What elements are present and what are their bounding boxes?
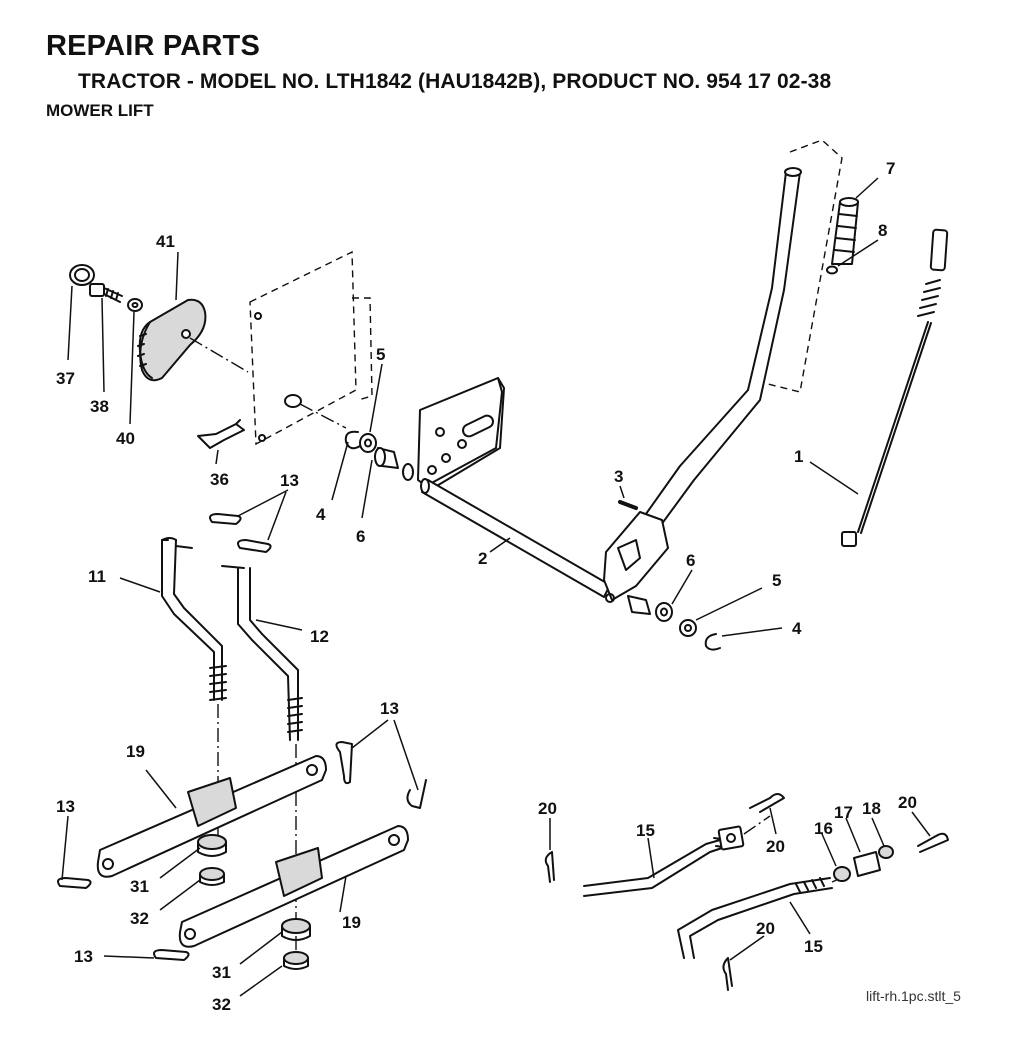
callout-13-top: 13: [280, 471, 299, 490]
part-5-washer-right: [679, 619, 697, 637]
part-13-hairpin-clips: [57, 513, 427, 961]
callout-20-left: 20: [538, 799, 557, 818]
callout-12: 12: [310, 627, 329, 646]
part-4-e-ring-right: [704, 633, 721, 651]
callout-20-mid: 20: [766, 837, 785, 856]
callout-2: 2: [478, 549, 487, 568]
callout-20-right: 20: [898, 793, 917, 812]
part-6-bushing-right: [627, 595, 651, 615]
callout-37: 37: [56, 369, 75, 388]
part-15-rod-upper: [583, 815, 771, 897]
callout-11: 11: [88, 567, 106, 586]
part-4-e-ring-left: [344, 430, 361, 450]
lift-lever-arm: [603, 167, 802, 603]
part-38-bolt: [89, 283, 123, 303]
callout-1: 1: [794, 447, 803, 466]
callout-15-upper: 15: [636, 821, 655, 840]
part-19-lift-arm-upper: [96, 755, 327, 878]
part-2-lift-shaft: [420, 478, 611, 598]
callout-36: 36: [210, 470, 229, 489]
callout-19-upper: 19: [126, 742, 145, 761]
callout-6-left: 6: [356, 527, 365, 546]
callout-15-lower: 15: [804, 937, 823, 956]
leader-lines: [61, 177, 931, 997]
callout-40: 40: [116, 429, 135, 448]
callout-18: 18: [862, 799, 881, 818]
callout-8: 8: [878, 221, 887, 240]
callout-5-left: 5: [376, 345, 385, 364]
frame-panel: [249, 250, 373, 446]
callout-13-bottom: 13: [74, 947, 93, 966]
part-19-lift-arm-lower: [178, 825, 409, 948]
callout-5-right: 5: [772, 571, 781, 590]
callout-32-lower: 32: [212, 995, 231, 1014]
page-title: REPAIR PARTS: [46, 30, 261, 62]
part-8-ferrule: [826, 265, 838, 275]
callout-7: 7: [886, 159, 895, 178]
callout-41: 41: [156, 232, 175, 251]
part-31-32-hardware-lower: [281, 918, 311, 970]
callout-17: 17: [834, 803, 853, 822]
part-7-grip: [831, 197, 859, 265]
part-20-clips: [544, 793, 949, 991]
callout-32-upper: 32: [130, 909, 149, 928]
right-bushing-set: [627, 595, 721, 651]
callout-19-lower: 19: [342, 913, 361, 932]
callout-38: 38: [90, 397, 109, 416]
section-title: MOWER LIFT: [46, 101, 154, 120]
handle-outline: [767, 139, 843, 393]
mounting-bracket: [402, 377, 505, 491]
callout-13-mid: 13: [380, 699, 399, 718]
part-18-nut: [878, 845, 894, 859]
file-reference: lift-rh.1pc.stlt_5: [866, 988, 961, 1004]
left-bushing-set: [344, 430, 399, 469]
part-36-spring-clip: [197, 419, 245, 449]
callout-4-left: 4: [316, 505, 326, 524]
callout-31-lower: 31: [212, 963, 231, 982]
callout-4-right: 4: [792, 619, 802, 638]
part-1-spring-rod: [841, 228, 949, 547]
callout-16: 16: [814, 819, 833, 838]
part-16-17-18-hardware: [833, 845, 894, 882]
callout-6-right: 6: [686, 551, 695, 570]
part-17-block: [853, 851, 881, 877]
part-37-ring: [69, 264, 95, 286]
model-subtitle: TRACTOR - MODEL NO. LTH1842 (HAU1842B), …: [78, 70, 832, 93]
part-5-washer-left: [359, 433, 377, 453]
part-15-rod-lower: [677, 875, 847, 959]
part-16-nut: [833, 866, 851, 882]
callout-20-bottom: 20: [756, 919, 775, 938]
callout-labels: 41 37 38 40 36 13 4 5 6 2 3 7 8 1 6 5 4 …: [56, 159, 917, 1014]
callout-3: 3: [614, 467, 623, 486]
part-41-adjust-knob: [137, 298, 249, 382]
callout-31-upper: 31: [130, 877, 149, 896]
part-3-pin: [618, 500, 638, 510]
callout-13-left: 13: [56, 797, 75, 816]
part-40-washer: [127, 298, 143, 312]
part-31-32-hardware-upper: [197, 834, 227, 886]
